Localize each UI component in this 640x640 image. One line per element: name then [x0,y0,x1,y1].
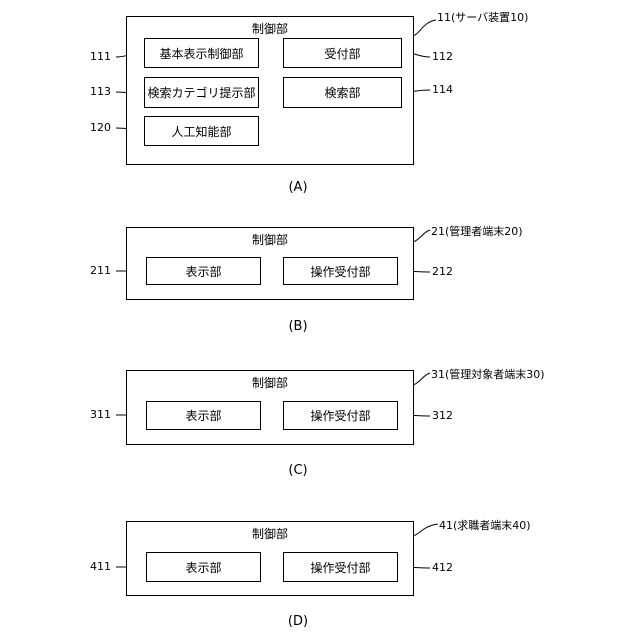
figure-caption-a: (A) [288,180,307,195]
artificial-intelligence-unit-box: 人工知能部 [144,116,259,146]
box-ref: 111 [90,50,111,63]
box-label: 検索カテゴリ提示部 [147,84,255,101]
box-label: 基本表示制御部 [159,45,243,62]
figure-caption-c: (C) [288,463,307,478]
display-unit-box: 表示部 [146,401,261,430]
search-unit-box: 検索部 [283,77,402,108]
box-label: 操作受付部 [310,559,370,576]
leader-line [413,20,436,36]
operation-reception-unit-box: 操作受付部 [283,401,398,430]
control-unit-title-c: 制御部 [252,374,288,391]
box-ref: 412 [432,561,453,574]
box-label: 受付部 [324,45,360,62]
box-ref: 311 [90,408,111,421]
operation-reception-unit-box: 操作受付部 [283,257,398,285]
box-label: 人工知能部 [171,123,231,140]
reception-unit-box: 受付部 [283,38,402,68]
box-ref: 120 [90,121,111,134]
figure-caption-b: (B) [288,319,307,334]
box-label: 検索部 [324,84,360,101]
leader-line [413,524,438,536]
box-label: 操作受付部 [310,263,370,280]
box-label: 表示部 [185,263,221,280]
box-ref: 312 [432,409,453,422]
box-label: 表示部 [185,407,221,424]
control-unit-ref-c: 31(管理対象者端末30) [431,366,545,382]
control-unit-ref-b: 21(管理者端末20) [431,223,523,239]
control-unit-title-b: 制御部 [252,231,288,248]
control-unit-title-d: 制御部 [252,525,288,542]
box-ref: 113 [90,85,111,98]
box-ref: 211 [90,264,111,277]
box-label: 表示部 [185,559,221,576]
basic-display-control-unit-box: 基本表示制御部 [144,38,259,68]
box-ref: 112 [432,50,453,63]
box-ref: 212 [432,265,453,278]
control-unit-ref-a: 11(サーバ装置10) [437,9,528,25]
leader-line [413,230,430,242]
box-label: 操作受付部 [310,407,370,424]
operation-reception-unit-box: 操作受付部 [283,552,398,582]
display-unit-box: 表示部 [146,552,261,582]
search-category-presentation-unit-box: 検索カテゴリ提示部 [144,77,259,108]
box-ref: 411 [90,560,111,573]
box-ref: 114 [432,83,453,96]
control-unit-ref-d: 41(求職者端末40) [439,517,531,533]
leader-line [413,373,430,385]
control-unit-title-a: 制御部 [252,20,288,37]
display-unit-box: 表示部 [146,257,261,285]
figure-caption-d: (D) [288,614,308,629]
